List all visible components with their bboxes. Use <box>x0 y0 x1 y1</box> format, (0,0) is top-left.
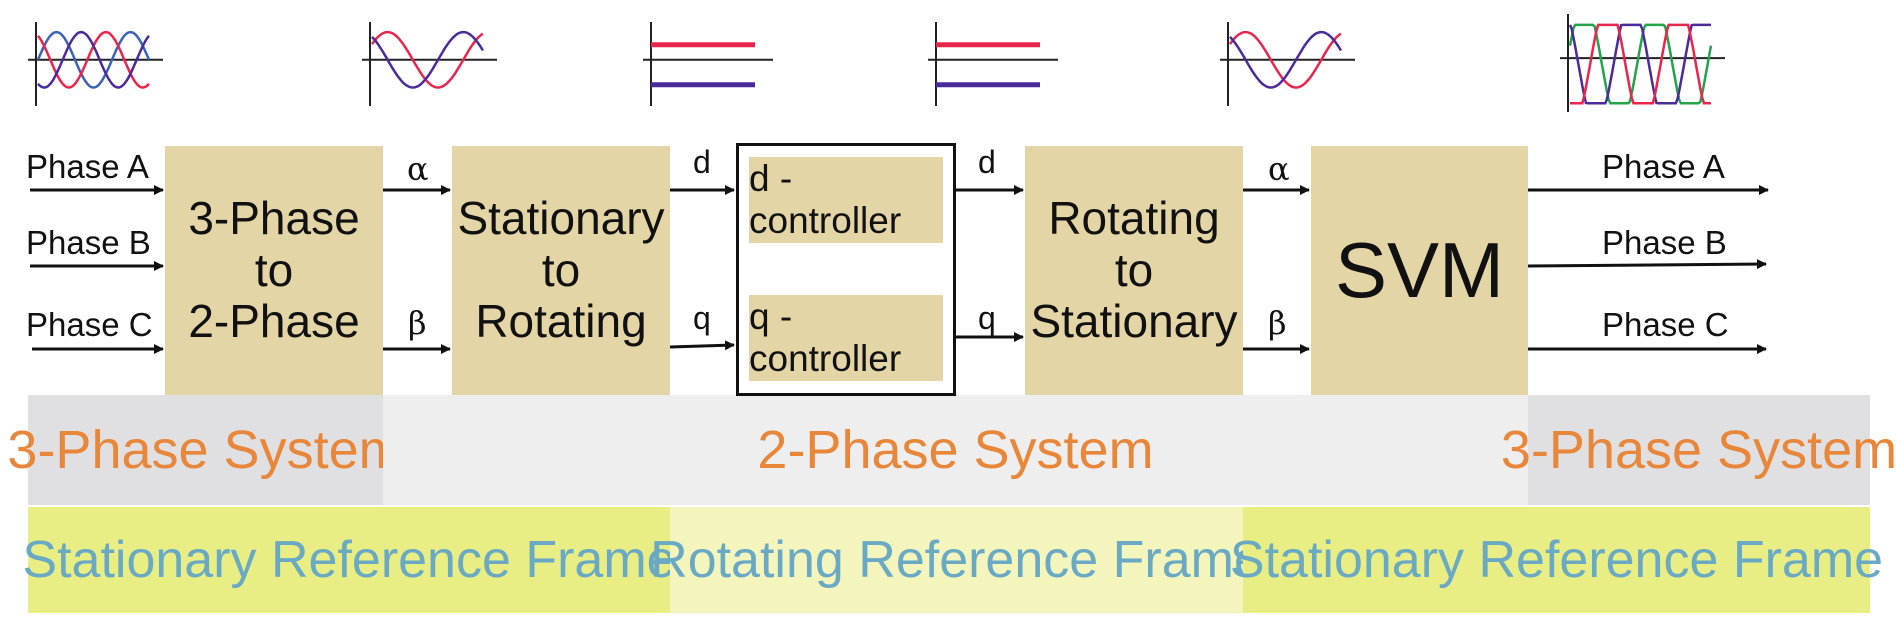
alpha-label-1: α <box>407 150 429 188</box>
input-label-phase-c: Phase C <box>26 306 153 343</box>
three-phase-system-label-left: 3-Phase System <box>7 420 404 480</box>
output-arrow-b <box>1527 259 1767 270</box>
output-label-phase-c: Phase C <box>1602 306 1729 343</box>
output-label-phase-b: Phase B <box>1602 224 1727 261</box>
block-line: Rotating <box>1048 192 1220 245</box>
dq-input-icon <box>643 22 773 106</box>
block-line: to <box>254 243 294 296</box>
rotating-to-stationary-block: Rotating to Stationary <box>1025 146 1243 395</box>
stationary-frame-label-right: Stationary Reference Frame <box>1229 531 1884 589</box>
three-phase-input-icon <box>28 22 163 106</box>
block-line: 2-Phase <box>188 295 360 348</box>
q-label-2: q <box>978 300 996 336</box>
three-phase-output-icon <box>1560 14 1725 112</box>
q-label-1: q <box>693 300 711 336</box>
block-line: 3-Phase <box>188 192 360 245</box>
three-phase-band-left: 3-Phase System <box>7 395 404 505</box>
stationary-frame-label-left: Stationary Reference Frame <box>22 531 676 589</box>
input-label-phase-b: Phase B <box>26 224 151 261</box>
output-label-phase-a: Phase A <box>1602 148 1725 185</box>
d-label-2: d <box>978 144 996 180</box>
q-arrow-1 <box>669 340 735 351</box>
three-to-two-phase-block: 3-Phase to 2-Phase <box>165 146 383 395</box>
block-line: Rotating <box>475 295 647 348</box>
three-phase-system-label-right: 3-Phase System <box>1500 420 1896 480</box>
two-phase-band: 2-Phase System <box>383 395 1528 505</box>
d-controller-block: d - controller <box>749 157 943 243</box>
waveform-icons <box>28 14 1725 112</box>
stationary-to-rotating-block: Stationary to Rotating <box>452 146 670 395</box>
three-phase-band-right: 3-Phase System <box>1501 395 1896 505</box>
d-label-1: d <box>693 144 711 180</box>
beta-label-1: β <box>408 304 427 342</box>
dq-output-icon <box>928 22 1058 106</box>
rotating-frame-label: Rotating Reference Frame <box>650 531 1263 589</box>
two-phase-system-label: 2-Phase System <box>757 420 1154 480</box>
rotating-frame-band: Rotating Reference Frame <box>650 507 1263 613</box>
svm-label: SVM <box>1334 225 1505 314</box>
stationary-frame-band-left: Stationary Reference Frame <box>22 507 676 613</box>
block-line: to <box>1114 243 1154 296</box>
stationary-frame-band-right: Stationary Reference Frame <box>1230 507 1883 613</box>
block-line: to <box>541 243 581 296</box>
alpha-beta-input-icon <box>362 22 497 106</box>
alpha-label-2: α <box>1268 150 1290 188</box>
alpha-beta-output-icon <box>1220 22 1355 106</box>
svm-block: SVM <box>1311 146 1528 395</box>
input-label-phase-a: Phase A <box>26 148 149 185</box>
block-line: Stationary <box>457 192 665 245</box>
beta-label-2: β <box>1268 304 1287 342</box>
block-line: Stationary <box>1030 295 1238 348</box>
q-controller-block: q - controller <box>749 295 943 381</box>
